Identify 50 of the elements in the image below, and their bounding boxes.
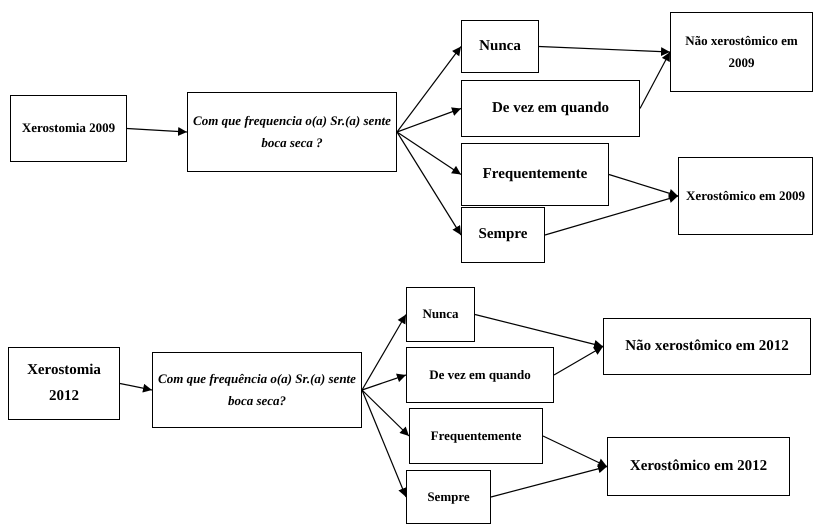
process-box [461, 80, 640, 137]
arrow [396, 107, 462, 133]
box-label: Nunca [479, 36, 521, 56]
box-label: De vez em quando [492, 98, 610, 118]
process-box [406, 347, 554, 403]
arrow [554, 346, 604, 376]
arrow [361, 390, 407, 498]
process-box [678, 157, 813, 235]
process-box [406, 470, 491, 524]
process-box [10, 95, 127, 162]
box-label: Não xerostômico em 2012 [625, 336, 789, 356]
box-label: Com que frequência o(a) Sr.(a) sente boca seca? [157, 370, 357, 410]
box-label: Não xerostômico em 2009 [684, 32, 799, 72]
box-label: Xerostômico em 2012 [630, 456, 768, 476]
arrow [396, 46, 462, 132]
arrow [490, 464, 608, 498]
arrow [396, 132, 462, 175]
arrow [639, 52, 671, 109]
process-box [187, 92, 397, 172]
box-label: Frequentemente [430, 426, 522, 445]
arrow [362, 374, 406, 391]
process-box [461, 20, 539, 73]
process-box [607, 437, 790, 496]
arrow [126, 126, 188, 136]
arrow [544, 194, 678, 236]
process-box [461, 207, 545, 263]
process-box [406, 287, 475, 342]
box-label: Com que frequencia o(a) Sr.(a) sente boca seca ? [192, 112, 392, 152]
arrow [120, 382, 152, 393]
arrow [396, 132, 462, 236]
arrow [362, 390, 410, 436]
box-label: Sempre [478, 225, 528, 244]
arrow [542, 435, 608, 468]
box-label: Xerostômico em 2009 [686, 186, 805, 205]
process-box [152, 352, 362, 428]
process-box [603, 318, 811, 375]
box-label: Xerostomia 2009 [22, 119, 116, 138]
box-label: Sempre [427, 488, 470, 506]
arrow [538, 46, 670, 56]
box-label: Nunca [422, 305, 459, 324]
arrow [608, 174, 678, 198]
process-box [8, 347, 120, 420]
process-box [670, 12, 813, 92]
process-box [461, 143, 609, 206]
box-label: De vez em quando [429, 366, 531, 384]
arrow [474, 314, 604, 349]
arrow [361, 314, 407, 390]
process-box [409, 408, 543, 464]
box-label: Frequentemente [482, 164, 588, 184]
box-label: Xerostomia 2012 [26, 361, 102, 406]
